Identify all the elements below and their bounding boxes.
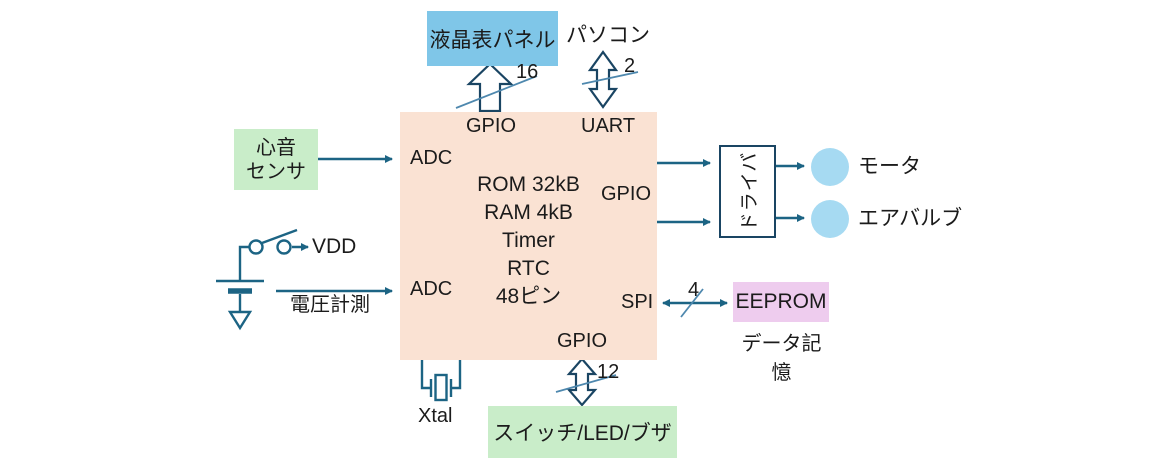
bus-width-eeprom: 4 [688, 279, 700, 301]
motor-circle [811, 148, 849, 186]
xtal-label: Xtal [418, 405, 453, 427]
heart-sensor-line2: センサ [246, 160, 306, 183]
port-label-gpio-top: GPIO [466, 115, 517, 137]
voltage-measure-label: 電圧計測 [290, 294, 370, 316]
driver-label: ドライバ [739, 151, 760, 232]
eeprom-label: EEPROM [735, 290, 827, 313]
bus-width-bottom: 12 [597, 361, 620, 383]
switch-led-buzzer-label: スイッチ/LED/ブザ [493, 422, 672, 445]
bus-width-lcd: 16 [516, 61, 539, 83]
port-label-uart: UART [581, 115, 636, 137]
switch-led-buzzer-box: スイッチ/LED/ブザ [488, 406, 677, 458]
mcu-box [400, 112, 657, 360]
mcu-core-line: Timer [502, 229, 555, 252]
lcd-panel-box: 液晶表パネル [427, 11, 558, 66]
heart-sensor-box: 心音 センサ [234, 129, 318, 190]
lcd-bus-arrow-icon [466, 62, 514, 113]
eeprom-box: EEPROM [733, 282, 829, 322]
driver-box: ドライバ [719, 145, 776, 238]
gpio-bus-arrow-icon [566, 357, 598, 407]
air-valve-circle [811, 200, 849, 238]
pc-label: パソコン [566, 24, 650, 47]
lcd-panel-label: 液晶表パネル [429, 28, 556, 52]
mcu-core-line: ROM 32kB [477, 173, 580, 196]
port-label-adc-top: ADC [410, 147, 453, 169]
motor-label: モータ [858, 155, 921, 178]
mcu-core-text: ROM 32kB RAM 4kB Timer RTC 48ピン [400, 171, 657, 311]
battery-icon [216, 279, 264, 312]
bus-width-pc: 2 [624, 55, 636, 77]
port-label-gpio-right: GPIO [601, 183, 652, 205]
port-label-gpio-bottom: GPIO [557, 330, 608, 352]
power-switch-icon [238, 228, 298, 281]
uart-bus-arrow-icon [587, 50, 619, 109]
air-valve-label: エアバルブ [858, 207, 963, 230]
eeprom-caption: データ記憶 [741, 333, 822, 384]
mcu-core-line: 48ピン [495, 285, 562, 308]
ground-icon [227, 310, 253, 331]
mcu-core-line: RAM 4kB [484, 201, 573, 224]
port-label-adc-bottom: ADC [410, 278, 453, 300]
crystal-icon [420, 359, 462, 402]
port-label-spi: SPI [621, 291, 654, 313]
vdd-label: VDD [312, 235, 357, 258]
heart-sensor-line1: 心音 [256, 136, 296, 159]
mcu-core-line: RTC [507, 257, 550, 280]
